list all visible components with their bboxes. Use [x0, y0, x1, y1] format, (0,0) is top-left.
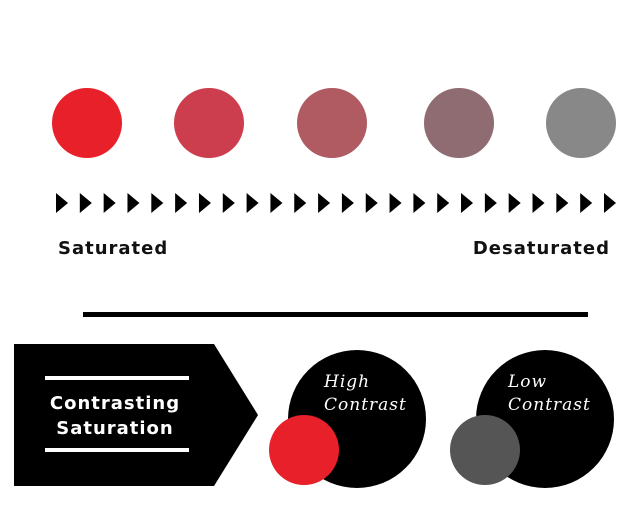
banner-top-rule [45, 376, 189, 380]
swatch-saturated [52, 88, 122, 158]
swatch-mostly-saturated [174, 88, 244, 158]
arrow-marker [437, 193, 450, 213]
arrow-marker [318, 193, 331, 213]
arrow-marker [127, 193, 140, 213]
low-contrast-caption: Low Contrast [508, 371, 591, 417]
arrow-marker [413, 193, 426, 213]
arrow-marker [198, 193, 211, 213]
saturated-label: Saturated [58, 238, 169, 259]
arrow-marker [508, 193, 521, 213]
high-contrast-caption-line2: Contrast [324, 395, 407, 415]
swatch-desaturated [546, 88, 616, 158]
banner-title: Contrasting Saturation [30, 391, 200, 441]
arrow-marker [484, 193, 497, 213]
arrow-marker [246, 193, 259, 213]
high-contrast-red-circle [269, 415, 339, 485]
arrow-marker [556, 193, 569, 213]
arrow-marker [175, 193, 188, 213]
arrow-row [56, 193, 616, 213]
arrow-marker [294, 193, 307, 213]
desaturated-label: Desaturated [472, 238, 610, 259]
section-divider [83, 312, 588, 317]
arrow-marker [580, 193, 593, 213]
high-contrast-caption-line1: High [324, 372, 371, 392]
swatch-mid-saturation [297, 88, 367, 158]
arrow-marker [389, 193, 402, 213]
arrow-marker [365, 193, 378, 213]
arrow-marker [341, 193, 354, 213]
banner-title-line2: Saturation [56, 418, 174, 439]
arrow-marker [604, 193, 616, 213]
low-contrast-gray-circle [450, 415, 520, 485]
banner-bottom-rule [45, 448, 189, 452]
arrow-marker [222, 193, 235, 213]
arrow-marker [103, 193, 116, 213]
arrow-marker [56, 193, 68, 213]
banner-title-line1: Contrasting [49, 393, 181, 414]
arrow-marker [151, 193, 164, 213]
arrow-marker [532, 193, 545, 213]
high-contrast-caption: High Contrast [324, 371, 407, 417]
arrow-marker [270, 193, 283, 213]
arrow-marker [79, 193, 92, 213]
swatch-mostly-desaturated [424, 88, 494, 158]
arrow-marker [461, 193, 474, 213]
low-contrast-caption-line2: Contrast [508, 395, 591, 415]
low-contrast-caption-line1: Low [508, 372, 548, 392]
